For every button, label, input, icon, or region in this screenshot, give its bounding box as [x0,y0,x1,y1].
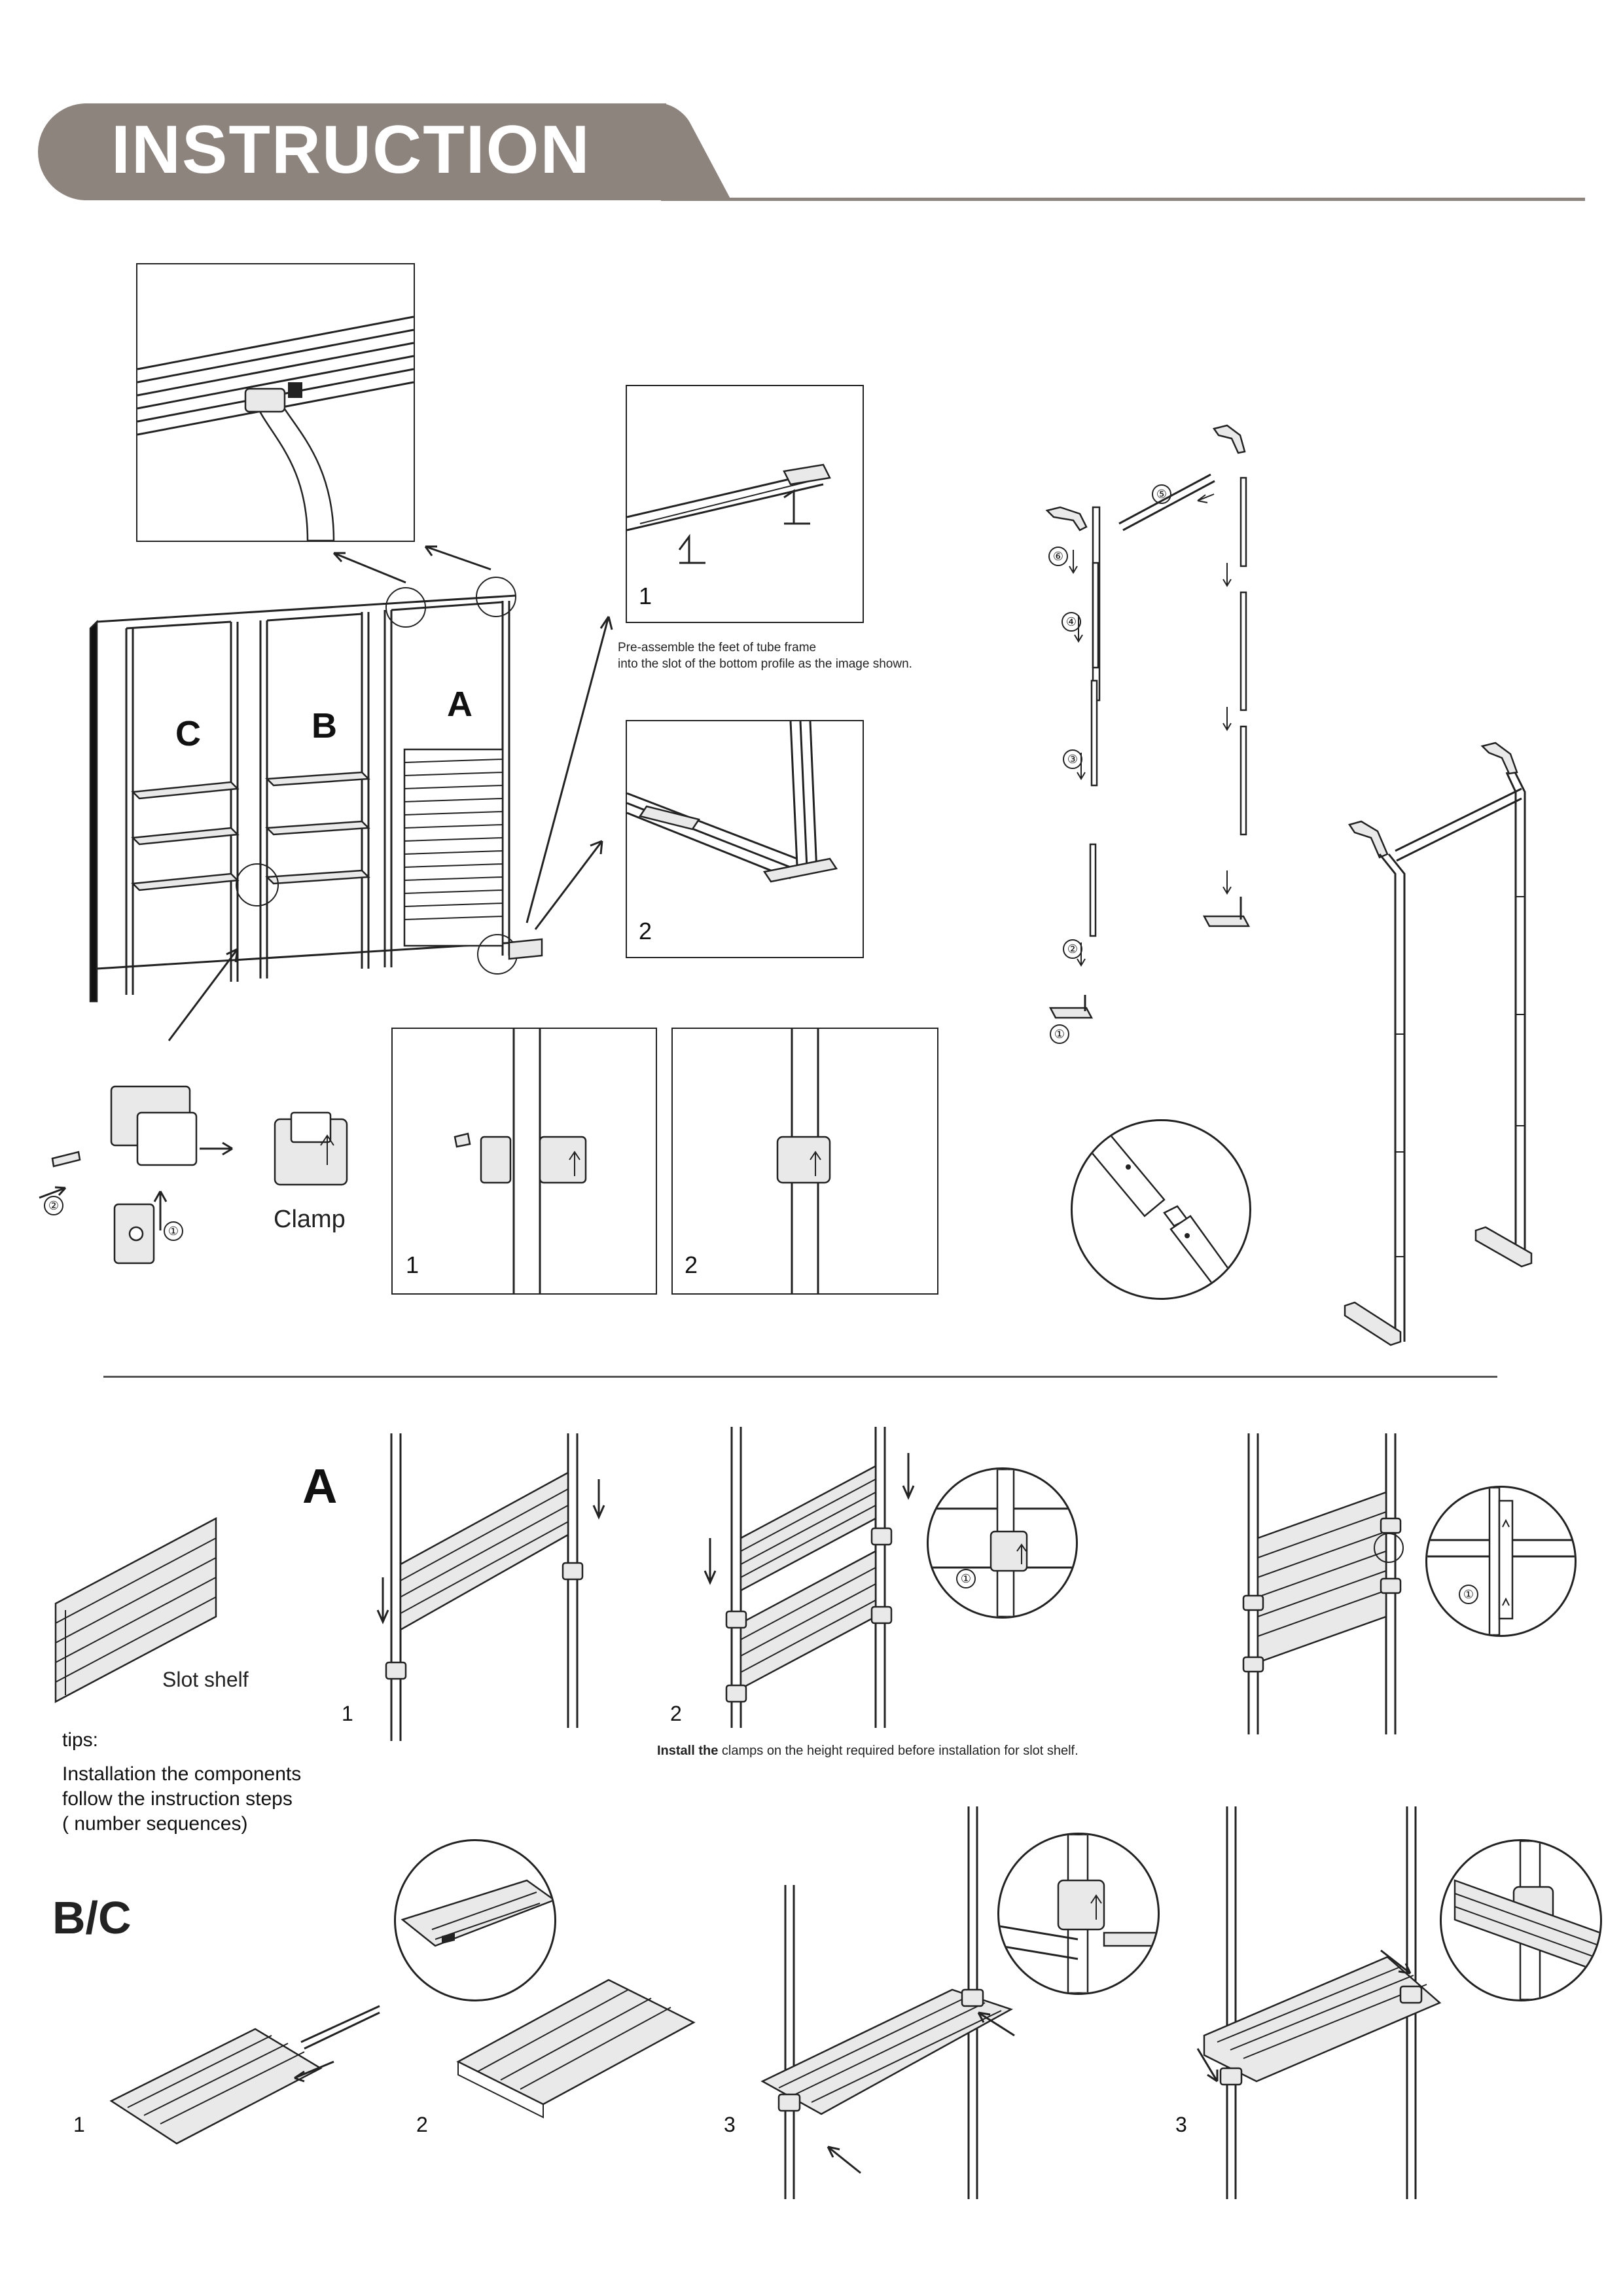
clamp-arrow [168,948,239,1041]
section-bc-step-3b-illustration [1196,1806,1442,2199]
frame-marker-5: ⑤ [1152,484,1171,504]
section-bc-step-1-illustration [109,2005,380,2145]
tips-block: tips: Installation the components follow… [62,1728,301,1837]
slot-shelf-label: Slot shelf [162,1668,249,1691]
feet-step-2-illustration [626,721,838,883]
header-banner [38,103,666,200]
frame-marker-6: ⑥ [1048,547,1068,566]
clamp-parts: ② ① Clamp [39,1073,393,1283]
clamp-step-marker-2: ② [44,1196,63,1215]
clamp-step-1-number: 1 [406,1251,419,1278]
clamp-step-2-number: 2 [685,1251,698,1278]
section-a-note: Install the clamps on the height require… [657,1743,1079,1759]
section-a-step-2-illustration [704,1427,915,1728]
feet-note-line-1: Pre-assemble the feet of tube frame [618,641,817,655]
feet-step-1-number: 1 [639,583,652,609]
section-a-note-bold: Install the [657,1744,719,1758]
section-bc-detail-1-illustration [401,1879,554,1947]
section-bc-step-2-illustration [456,1979,696,2119]
section-a-step-1-illustration [376,1433,605,1741]
tips-line-3: ( number sequences) [62,1813,248,1835]
shelving-overview-illustration [89,577,543,1003]
section-bc-step-3a-illustration [760,1806,1015,2199]
feet-arrows [526,616,613,930]
section-a-detail-2-marker: ① [1459,1585,1478,1604]
section-bc-detail-2-illustration [999,1835,1158,1993]
section-a-title: A [302,1459,338,1513]
header-rule [661,198,1585,201]
tube-joint-detail [1071,1119,1251,1300]
section-bc-detail-circle-3 [1440,1839,1602,2001]
clamp-step-1-panel: 1 [391,1028,657,1295]
section-a-detail-1-illustration [929,1469,1076,1617]
tube-frame-exploded: ⑥ ⑤ ④ ③ ② ① [1041,419,1276,1047]
section-bc-step-3a-number: 3 [724,2113,736,2136]
tips-line-2: follow the instruction steps [62,1788,293,1810]
section-a-step-2-number: 2 [670,1702,682,1725]
frame-marker-4: ④ [1061,612,1081,632]
section-a-step-3-illustration [1242,1433,1404,1734]
tips-line-1: Installation the components [62,1763,302,1785]
shelving-overview: C B A [84,576,543,1003]
frame-marker-1: ① [1050,1024,1069,1044]
clamp-label: Clamp [274,1206,346,1233]
section-bc-step-1-number: 1 [73,2113,85,2136]
feet-step-2-number: 2 [639,918,652,944]
zone-label-b: B [312,706,337,745]
section-bc-step-2-number: 2 [416,2113,428,2136]
section-a-detail-1-marker: ① [956,1569,976,1588]
clamp-step-1-illustration [454,1029,587,1293]
section-a-step-1-number: 1 [342,1702,353,1725]
section-divider [103,1376,1497,1378]
feet-step-1-illustration [626,463,831,564]
section-a-detail-circle-2: ① [1425,1486,1577,1637]
clamp-step-2-panel: 2 [671,1028,938,1295]
tube-joint-detail-illustration [1078,1121,1249,1298]
tube-frame-assembled [1344,742,1533,1346]
feet-note-line-2: into the slot of the bottom profile as t… [618,657,912,671]
frame-marker-2: ② [1063,939,1082,959]
section-bc-step-3b-number: 3 [1175,2113,1187,2136]
section-bc-title: B/C [52,1892,132,1943]
section-a-detail-circle-1: ① [927,1467,1078,1619]
rail-detail-illustration [137,315,414,542]
page-title: INSTRUCTION [111,112,591,188]
frame-marker-3: ③ [1063,749,1082,769]
section-bc-detail-circle-1 [394,1839,556,2001]
section-a-detail-2-illustration [1427,1488,1575,1635]
overview-arrows [332,545,491,584]
feet-step-2-panel: 2 [626,720,864,958]
section-a-note-rest: clamps on the height required before ins… [718,1744,1079,1758]
clamp-step-marker-1: ① [164,1221,183,1241]
section-bc-detail-circle-2 [997,1833,1160,1995]
clamp-parts-illustration [39,1085,348,1265]
tips-heading: tips: [62,1729,99,1751]
slot-shelf-illustration [54,1516,217,1704]
tube-frame-exploded-illustration [1045,424,1251,1019]
section-bc-detail-3-illustration [1454,1841,1600,2000]
feet-step-1-panel: 1 [626,385,864,623]
zone-label-a: A [447,685,473,724]
rail-detail-panel [136,263,415,542]
clamp-step-2-illustration [776,1029,831,1293]
zone-label-c: C [175,714,201,753]
